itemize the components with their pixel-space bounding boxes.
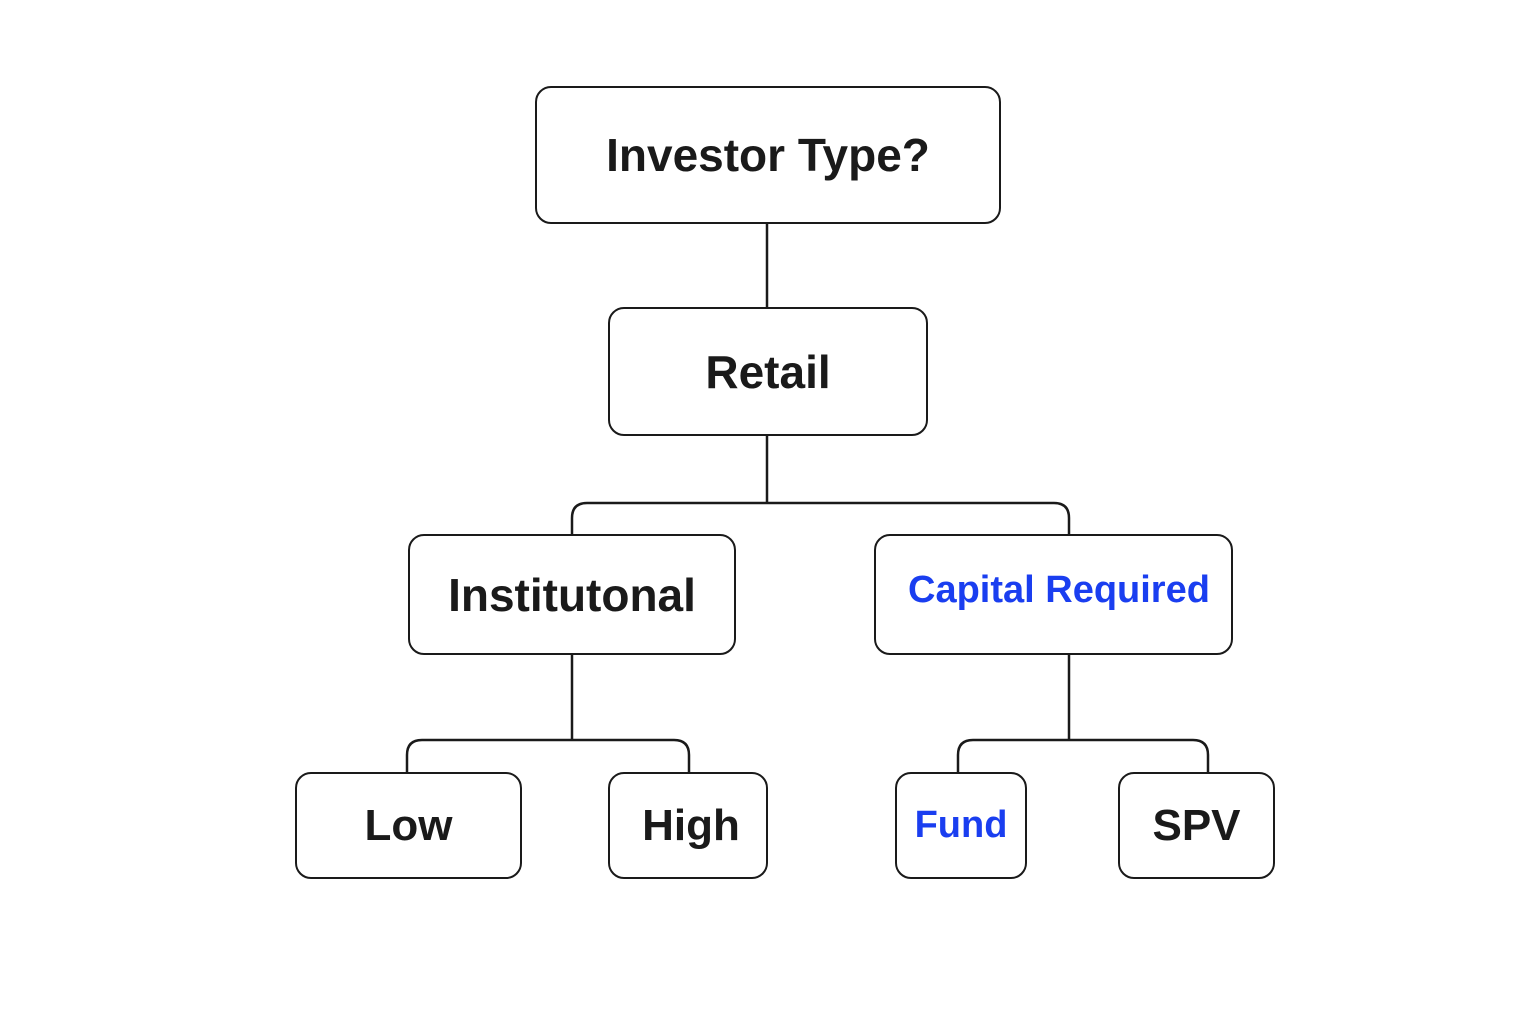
node-high: High [608, 772, 768, 879]
node-retail-label: Retail [705, 345, 831, 398]
node-low-label: Low [364, 800, 453, 850]
node-investor-type: Investor Type? [535, 86, 1001, 224]
node-investor-type-label: Investor Type? [606, 129, 930, 181]
edge-capital-branch [956, 738, 1210, 772]
node-institutional: Institutonal [408, 534, 736, 655]
node-spv: SPV [1118, 772, 1275, 879]
node-low: Low [295, 772, 522, 879]
node-high-label: High [642, 800, 740, 850]
node-fund-label: Fund [914, 804, 1008, 846]
node-capital-required: Capital Required [874, 534, 1233, 655]
node-fund: Fund [895, 772, 1027, 879]
edge-institutional-branch [405, 738, 691, 772]
edge-retail-branch [570, 501, 1071, 534]
node-capital-required-label: Capital Required [908, 569, 1210, 611]
node-retail: Retail [608, 307, 928, 436]
node-spv-label: SPV [1152, 800, 1241, 850]
node-institutional-label: Institutonal [448, 568, 696, 621]
